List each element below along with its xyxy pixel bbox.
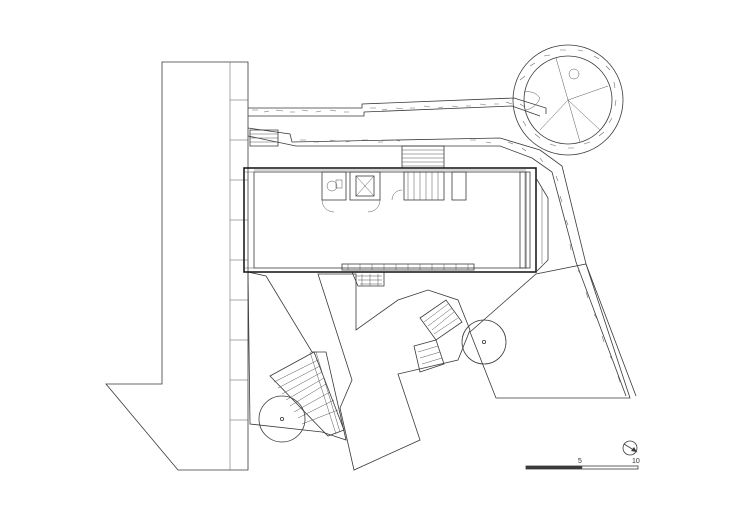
- scale-bar: 5 10: [525, 458, 640, 470]
- stair-centre: [351, 271, 385, 287]
- main-building: [243, 167, 549, 273]
- north-arrow-icon: [622, 440, 638, 456]
- stair-lower-right: [413, 299, 463, 373]
- stair-entrance: [401, 145, 445, 169]
- lower-terrace-centre: [317, 273, 471, 471]
- scale-label-5: 5: [578, 458, 582, 465]
- lower-terrace-right: [469, 263, 631, 399]
- tree-lower-right: [461, 319, 507, 365]
- scale-label-10: 10: [632, 458, 640, 465]
- lower-terrace-left: [247, 271, 347, 441]
- circular-garden: [512, 44, 624, 156]
- tree-lower-left: [258, 395, 306, 443]
- stair-upper-left: [249, 129, 279, 147]
- service-core: [321, 171, 467, 213]
- neighbouring-building: [105, 61, 249, 471]
- stair-lower-left: [269, 351, 345, 437]
- stone-retaining-wall: [247, 97, 637, 397]
